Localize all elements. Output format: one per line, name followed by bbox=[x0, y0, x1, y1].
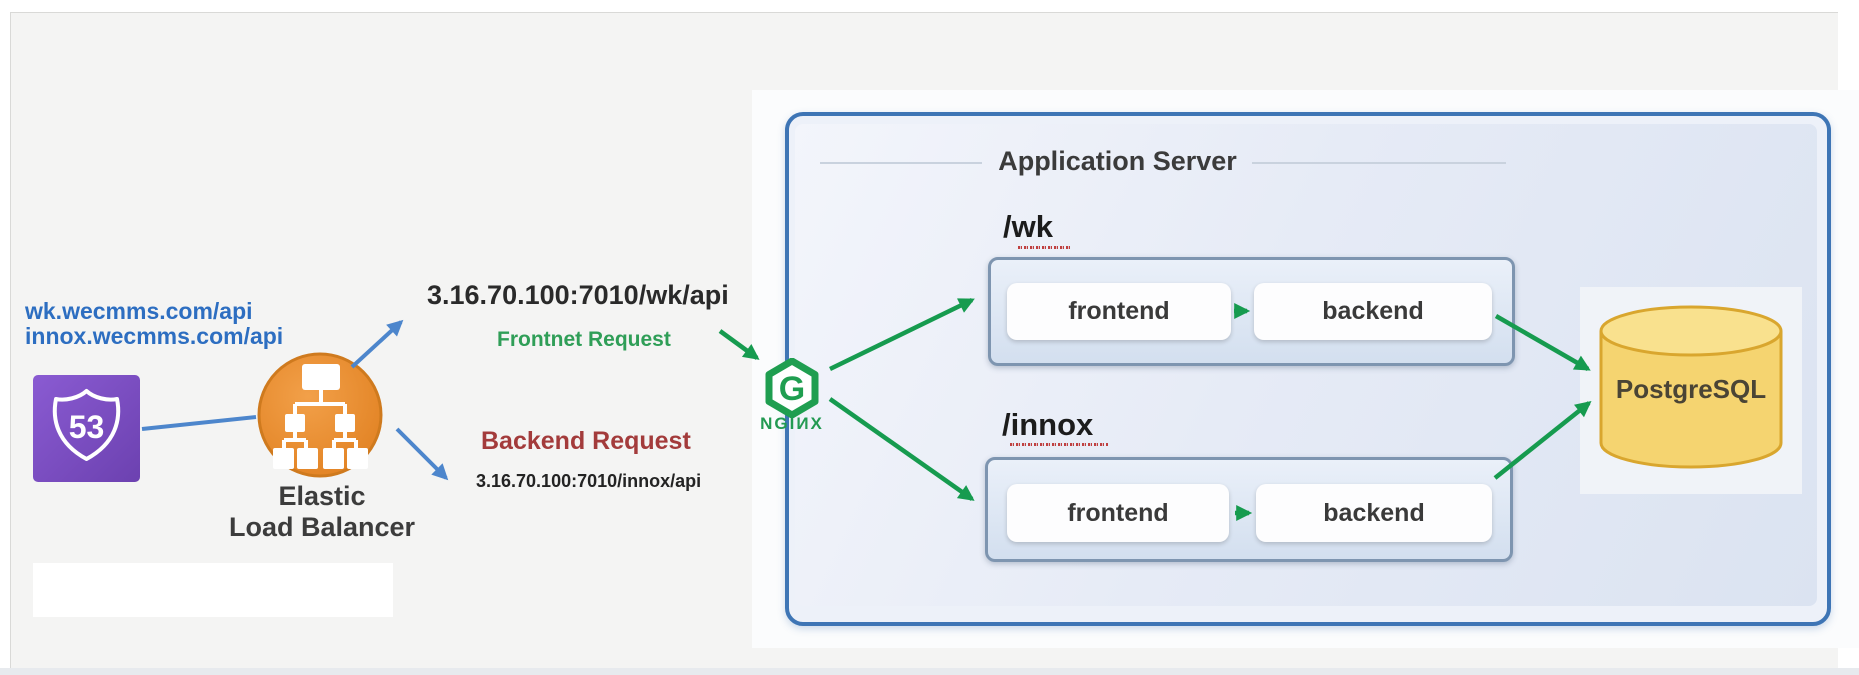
elb-tree-icon bbox=[282, 388, 358, 448]
route-wk-container: frontend backend bbox=[988, 257, 1515, 366]
bottom-strip bbox=[0, 668, 1859, 675]
nginx-logo-letter: G bbox=[779, 370, 805, 408]
innox-frontend-box: frontend bbox=[1007, 484, 1229, 542]
wk-backend-box: backend bbox=[1254, 283, 1492, 340]
elb-label-line1: Elastic bbox=[278, 481, 366, 511]
innox-backend-box: backend bbox=[1256, 484, 1492, 542]
nginx-icon: G bbox=[765, 358, 819, 418]
dns-url-wk: wk.wecmms.com/api bbox=[25, 298, 253, 324]
postgresql-cylinder-top bbox=[1599, 305, 1783, 357]
route53-shield-number: 53 bbox=[69, 409, 105, 445]
backend-request-label: Backend Request bbox=[481, 427, 691, 455]
route-innox-container: frontend backend bbox=[985, 457, 1513, 562]
frontnet-request-label: Frontnet Request bbox=[497, 328, 671, 351]
red-squiggle-wk bbox=[1018, 246, 1070, 249]
wk-frontend-box: frontend bbox=[1007, 283, 1231, 340]
elb-circle bbox=[257, 352, 383, 478]
nginx-wordmark: NGIИX bbox=[760, 414, 824, 433]
title-decorative-line-right bbox=[1252, 162, 1506, 164]
elastic-load-balancer-icon bbox=[257, 352, 383, 478]
application-server-title: Application Server bbox=[998, 146, 1237, 176]
postgresql-cylinder-body bbox=[1599, 331, 1783, 469]
postgresql-label: PostgreSQL bbox=[1615, 374, 1767, 404]
route-innox-label: /innox bbox=[1002, 407, 1094, 442]
route53-icon: 53 bbox=[33, 375, 140, 482]
frontnet-endpoint: 3.16.70.100:7010/wk/api bbox=[427, 280, 729, 310]
dns-urls: wk.wecmms.com/api innox.wecmms.com/api bbox=[25, 299, 283, 349]
elb-tree-nodes bbox=[273, 364, 368, 469]
nginx-hexagon bbox=[765, 358, 819, 418]
dns-url-innox: innox.wecmms.com/api bbox=[25, 323, 284, 349]
route53-shield-outline bbox=[52, 389, 121, 461]
white-rectangle-artifact bbox=[33, 563, 393, 617]
red-squiggle-innox bbox=[1010, 443, 1108, 446]
route53-square bbox=[33, 375, 140, 482]
title-decorative-line-left bbox=[820, 162, 982, 164]
elb-label: Elastic Load Balancer bbox=[227, 481, 417, 543]
backend-endpoint: 3.16.70.100:7010/innox/api bbox=[476, 471, 702, 491]
route-wk-label: /wk bbox=[1003, 209, 1053, 244]
elb-label-line2: Load Balancer bbox=[228, 512, 416, 542]
postgresql-cylinder bbox=[1599, 305, 1783, 469]
